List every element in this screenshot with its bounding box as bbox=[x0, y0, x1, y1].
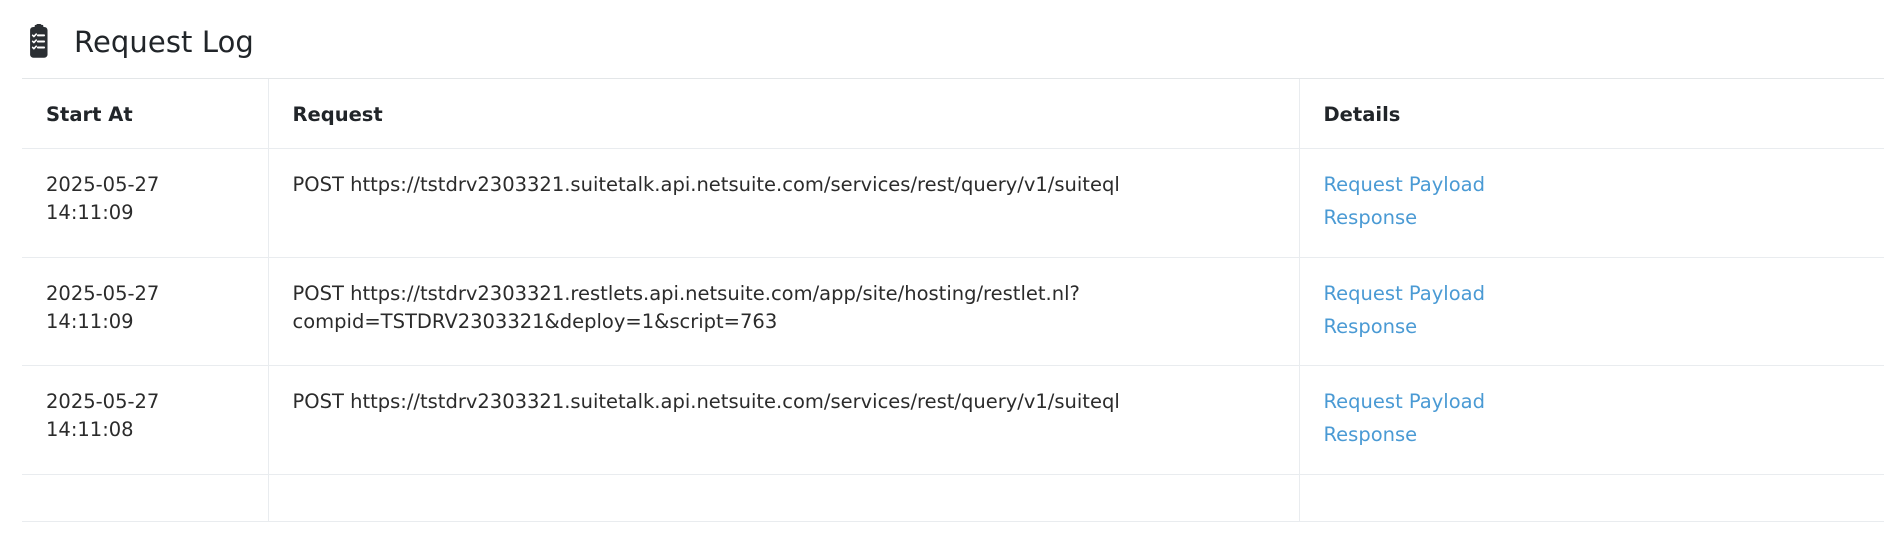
cell-start-at: 2025-05-27 14:11:09 bbox=[22, 257, 269, 367]
cell-request: POST https://tstdrv2303321.suitetalk.api… bbox=[268, 365, 1300, 475]
column-header-details: Details bbox=[1299, 79, 1884, 149]
request-payload-link[interactable]: Request Payload bbox=[1323, 390, 1485, 414]
response-link[interactable]: Response bbox=[1323, 314, 1418, 338]
cell-start-at: 2025-05-27 14:11:09 bbox=[22, 148, 269, 258]
table-header-row: Start At Request Details bbox=[22, 79, 1884, 149]
table-row: 2025-05-27 14:11:09 POST https://tstdrv2… bbox=[22, 257, 1884, 367]
column-header-request: Request bbox=[268, 79, 1300, 149]
request-log-table-wrapper: Start At Request Details 2025-05-27 14:1… bbox=[22, 78, 1884, 522]
cell-start-at: 2025-05-27 14:11:08 bbox=[22, 365, 269, 475]
cell-request: POST https://tstdrv2303321.restlets.api.… bbox=[268, 257, 1300, 367]
details-link-group: Request Payload Response bbox=[1324, 280, 1861, 342]
details-link-group: Request Payload Response bbox=[1324, 171, 1861, 233]
request-payload-link[interactable]: Request Payload bbox=[1323, 173, 1485, 196]
page-title: Request Log bbox=[74, 24, 254, 59]
clipboard-list-icon bbox=[22, 24, 56, 60]
cell-details: Request Payload Response bbox=[1299, 148, 1884, 258]
page-header: Request Log bbox=[0, 0, 1902, 70]
table-body: 2025-05-27 14:11:09 POST https://tstdrv2… bbox=[22, 148, 1884, 522]
request-log-table: Start At Request Details 2025-05-27 14:1… bbox=[22, 79, 1884, 522]
cell-request bbox=[268, 474, 1300, 522]
cell-details bbox=[1299, 474, 1884, 522]
table-row bbox=[22, 474, 1884, 522]
response-link[interactable]: Response bbox=[1323, 206, 1418, 230]
cell-start-at bbox=[22, 474, 269, 522]
table-row: 2025-05-27 14:11:09 POST https://tstdrv2… bbox=[22, 148, 1884, 258]
response-link[interactable]: Response bbox=[1323, 423, 1418, 447]
cell-request: POST https://tstdrv2303321.suitetalk.api… bbox=[268, 148, 1300, 258]
details-link-group: Request Payload Response bbox=[1324, 388, 1861, 450]
cell-details: Request Payload Response bbox=[1299, 257, 1884, 367]
table-row: 2025-05-27 14:11:08 POST https://tstdrv2… bbox=[22, 365, 1884, 475]
column-header-start-at: Start At bbox=[22, 79, 269, 149]
cell-details: Request Payload Response bbox=[1299, 365, 1884, 475]
table-header: Start At Request Details bbox=[22, 79, 1884, 149]
request-payload-link[interactable]: Request Payload bbox=[1323, 281, 1485, 305]
